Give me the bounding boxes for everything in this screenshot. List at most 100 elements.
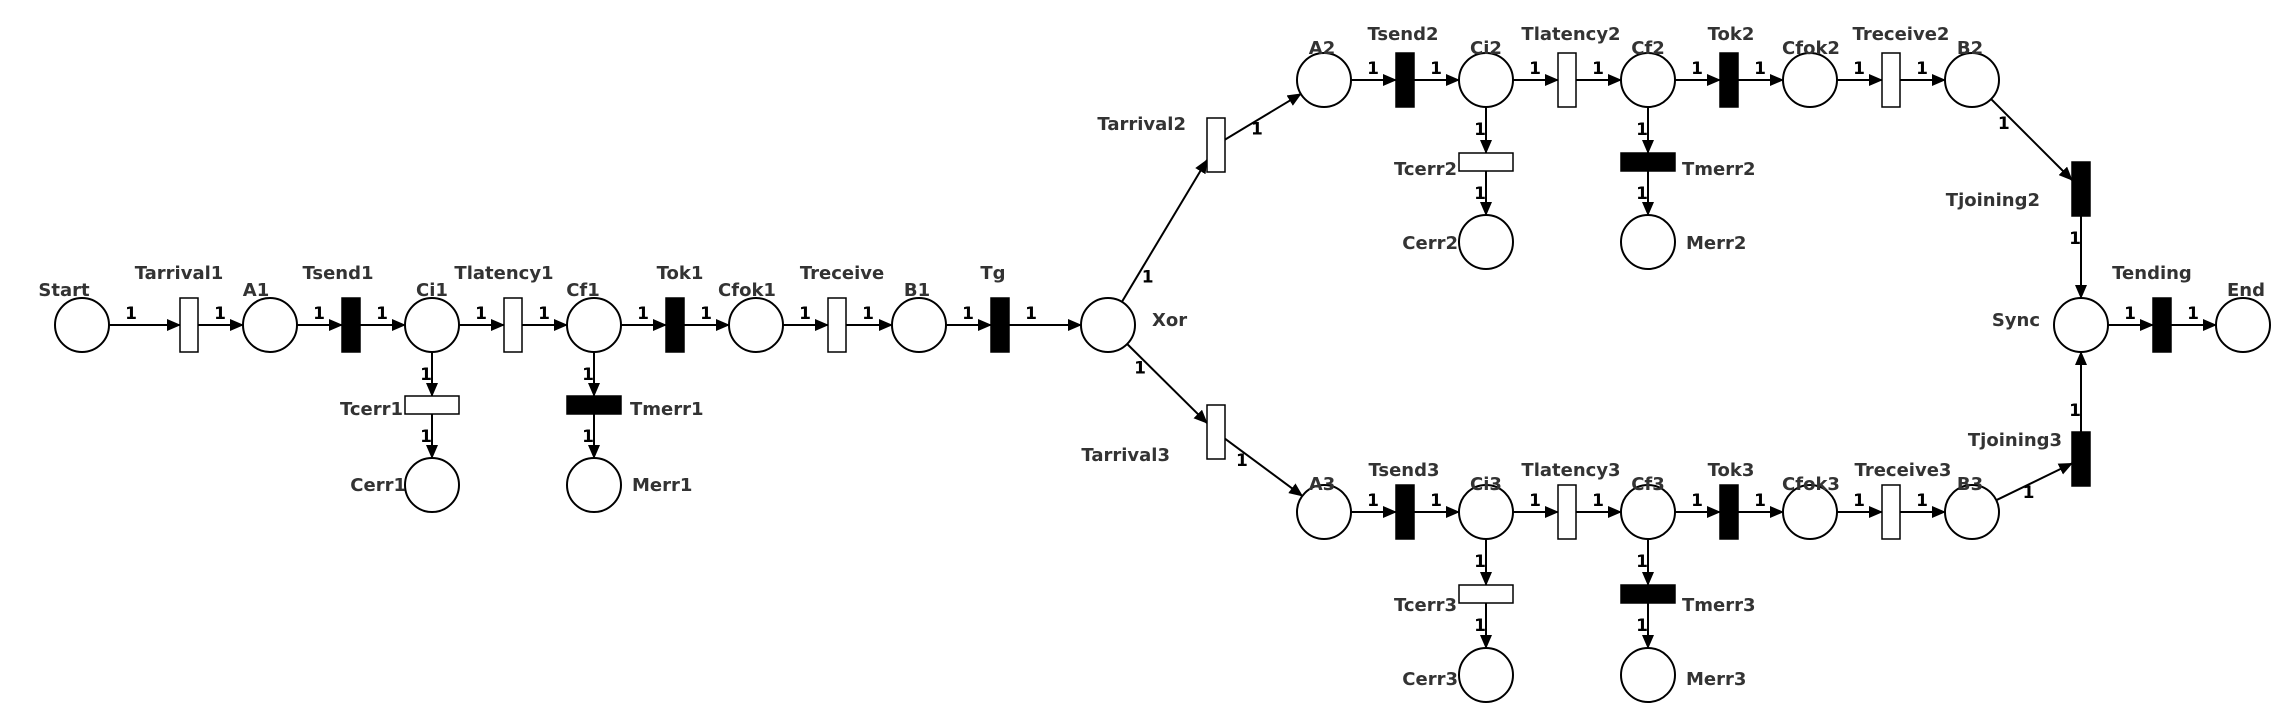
arc-weight-tg-to-xor: 1	[1025, 304, 1037, 324]
arc-weight-tmerr1-to-merr1: 1	[582, 427, 594, 447]
place-label-merr3: Merr3	[1686, 669, 1746, 690]
arc-weight-tending-to-end: 1	[2187, 304, 2199, 324]
place-label-start: Start	[38, 280, 90, 301]
place-ci2	[1458, 52, 1514, 108]
place-label-b3: B3	[1957, 474, 1983, 495]
transition-tarrival2	[1206, 117, 1226, 173]
place-merr2	[1620, 214, 1676, 270]
arc-xor-to-tarrival2	[1121, 159, 1208, 303]
place-xor	[1080, 297, 1136, 353]
arc-weight-ci2-to-tcerr2: 1	[1474, 120, 1486, 140]
arc-weight-ci3-to-tlatency3: 1	[1529, 491, 1541, 511]
transition-tarrival1	[179, 297, 199, 353]
transition-tok1	[665, 297, 685, 353]
arc-tarrival2-to-a2	[1224, 93, 1302, 141]
transition-label-tsend3: Tsend3	[1368, 460, 1439, 481]
arc-weight-cf3-to-tok3: 1	[1691, 491, 1703, 511]
arc-weight-ci1-to-tlatency1: 1	[475, 304, 487, 324]
place-start	[54, 297, 110, 353]
transition-label-tcerr1: Tcerr1	[340, 399, 403, 420]
arc-weight-xor-to-tarrival3: 1	[1134, 359, 1146, 379]
transition-tarrival3	[1206, 404, 1226, 460]
arc-weight-a3-to-tsend3: 1	[1367, 491, 1379, 511]
transition-label-tcerr2: Tcerr2	[1394, 159, 1457, 180]
arc-weight-treceive2-to-b2: 1	[1916, 59, 1928, 79]
place-label-ci1: Ci1	[416, 280, 448, 301]
transition-label-tsend2: Tsend2	[1367, 24, 1438, 45]
arc-xor-to-tarrival3	[1126, 343, 1208, 424]
place-label-xor: Xor	[1152, 310, 1187, 331]
place-label-cfok3: Cfok3	[1782, 474, 1840, 495]
arc-weight-treceive3-to-b3: 1	[1916, 491, 1928, 511]
arc-weight-b2-to-tjoining2: 1	[1998, 114, 2010, 134]
transition-label-tok1: Tok1	[657, 263, 704, 284]
arc-weight-tsend2-to-ci2: 1	[1430, 59, 1442, 79]
transition-tending	[2152, 297, 2172, 353]
place-cerr3	[1458, 647, 1514, 703]
transition-label-tlatency2: Tlatency2	[1521, 24, 1620, 45]
arc-weight-a2-to-tsend2: 1	[1367, 59, 1379, 79]
place-label-b2: B2	[1957, 38, 1983, 59]
arc-weight-tjoining3-to-sync: 1	[2069, 401, 2081, 421]
arc-weight-tok2-to-cfok2: 1	[1754, 59, 1766, 79]
arc-weight-cfok2-to-treceive2: 1	[1853, 59, 1865, 79]
transition-tok3	[1719, 484, 1739, 540]
arc-weight-cf1-to-tok1: 1	[637, 304, 649, 324]
arc-b3-to-tjoining3	[1995, 462, 2073, 502]
arc-weight-treceive-to-b1: 1	[862, 304, 874, 324]
place-label-merr1: Merr1	[632, 475, 692, 496]
arc-weight-tlatency3-to-cf3: 1	[1592, 491, 1604, 511]
place-label-a3: A3	[1309, 474, 1335, 495]
place-end	[2215, 297, 2271, 353]
transition-label-tjoining3: Tjoining3	[1968, 430, 2062, 451]
place-a3	[1296, 484, 1352, 540]
arc-tarrival3-to-a3	[1224, 437, 1304, 497]
place-merr3	[1620, 647, 1676, 703]
place-a2	[1296, 52, 1352, 108]
transition-tmerr1	[566, 395, 622, 415]
transition-tjoining3	[2071, 431, 2091, 487]
transition-label-treceive: Treceive	[800, 263, 884, 284]
transition-label-tcerr3: Tcerr3	[1394, 595, 1457, 616]
transition-tsend2	[1395, 52, 1415, 108]
arc-weight-cf3-to-tmerr3: 1	[1636, 552, 1648, 572]
place-label-ci3: Ci3	[1470, 474, 1502, 495]
transition-tlatency2	[1557, 52, 1577, 108]
transition-treceive3	[1881, 484, 1901, 540]
transition-label-tok3: Tok3	[1708, 460, 1755, 481]
arc-weight-start-to-tarrival1: 1	[125, 304, 137, 324]
arc-weight-tjoining2-to-sync: 1	[2069, 229, 2081, 249]
arc-weight-tlatency1-to-cf1: 1	[538, 304, 550, 324]
transition-label-tg: Tg	[980, 263, 1005, 284]
arc-weight-tmerr3-to-merr3: 1	[1636, 616, 1648, 636]
transition-tg	[990, 297, 1010, 353]
transition-tcerr1	[404, 395, 460, 415]
arc-weight-tarrival1-to-a1: 1	[214, 304, 226, 324]
arc-weight-tsend3-to-ci3: 1	[1430, 491, 1442, 511]
transition-label-tjoining2: Tjoining2	[1946, 190, 2040, 211]
place-label-cf2: Cf2	[1631, 38, 1665, 59]
transition-label-tlatency1: Tlatency1	[454, 263, 553, 284]
arc-weight-tarrival2-to-a2: 1	[1251, 119, 1263, 139]
arc-weight-a1-to-tsend1: 1	[313, 304, 325, 324]
transition-tcerr3	[1458, 584, 1514, 604]
place-cf2	[1620, 52, 1676, 108]
arc-weight-cf1-to-tmerr1: 1	[582, 365, 594, 385]
arc-weight-tsend1-to-ci1: 1	[376, 304, 388, 324]
arc-weight-ci2-to-tlatency2: 1	[1529, 59, 1541, 79]
arc-weight-tlatency2-to-cf2: 1	[1592, 59, 1604, 79]
transition-label-treceive3: Treceive3	[1855, 460, 1952, 481]
transition-tok2	[1719, 52, 1739, 108]
transition-label-tsend1: Tsend1	[302, 263, 373, 284]
arcs-layer	[109, 74, 2217, 649]
transition-label-tmerr1: Tmerr1	[630, 399, 704, 420]
arc-b2-to-tjoining2	[1990, 98, 2073, 181]
place-label-cf1: Cf1	[566, 280, 600, 301]
transition-tcerr2	[1458, 152, 1514, 172]
place-ci3	[1458, 484, 1514, 540]
arc-weight-cf2-to-tok2: 1	[1691, 59, 1703, 79]
place-cf3	[1620, 484, 1676, 540]
arc-weight-ci3-to-tcerr3: 1	[1474, 552, 1486, 572]
transition-label-tok2: Tok2	[1708, 24, 1755, 45]
place-cerr1	[404, 457, 460, 513]
